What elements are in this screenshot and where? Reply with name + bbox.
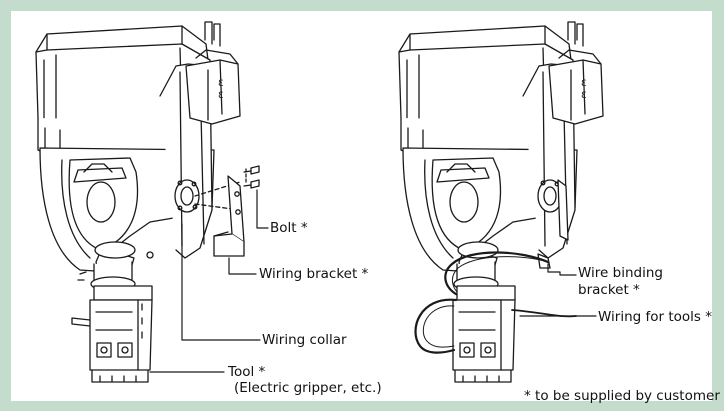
svg-text:Ɛ: Ɛ [581, 79, 587, 89]
label-wire-binding-line2: bracket * [578, 282, 640, 298]
label-tool-line2: (Electric gripper, etc.) [234, 380, 382, 396]
label-wire-binding-line1: Wire binding [578, 265, 663, 281]
label-wiring-bracket: Wiring bracket * [259, 266, 369, 282]
svg-text:Ɛ: Ɛ [218, 79, 224, 89]
svg-text:Ɛ: Ɛ [581, 91, 587, 101]
callout-leaders [149, 189, 597, 373]
label-wiring-for-tools: Wiring for tools * [598, 309, 713, 325]
right-robot-arm: Ɛ Ɛ [398, 21, 604, 383]
svg-text:Ɛ: Ɛ [218, 91, 224, 101]
left-robot-arm: Ɛ Ɛ [35, 21, 260, 383]
footnote: * to be supplied by customer [524, 388, 720, 404]
label-tool-line1: Tool * [228, 364, 266, 380]
label-bolt: Bolt * [270, 220, 308, 236]
label-wiring-collar: Wiring collar [262, 332, 347, 348]
